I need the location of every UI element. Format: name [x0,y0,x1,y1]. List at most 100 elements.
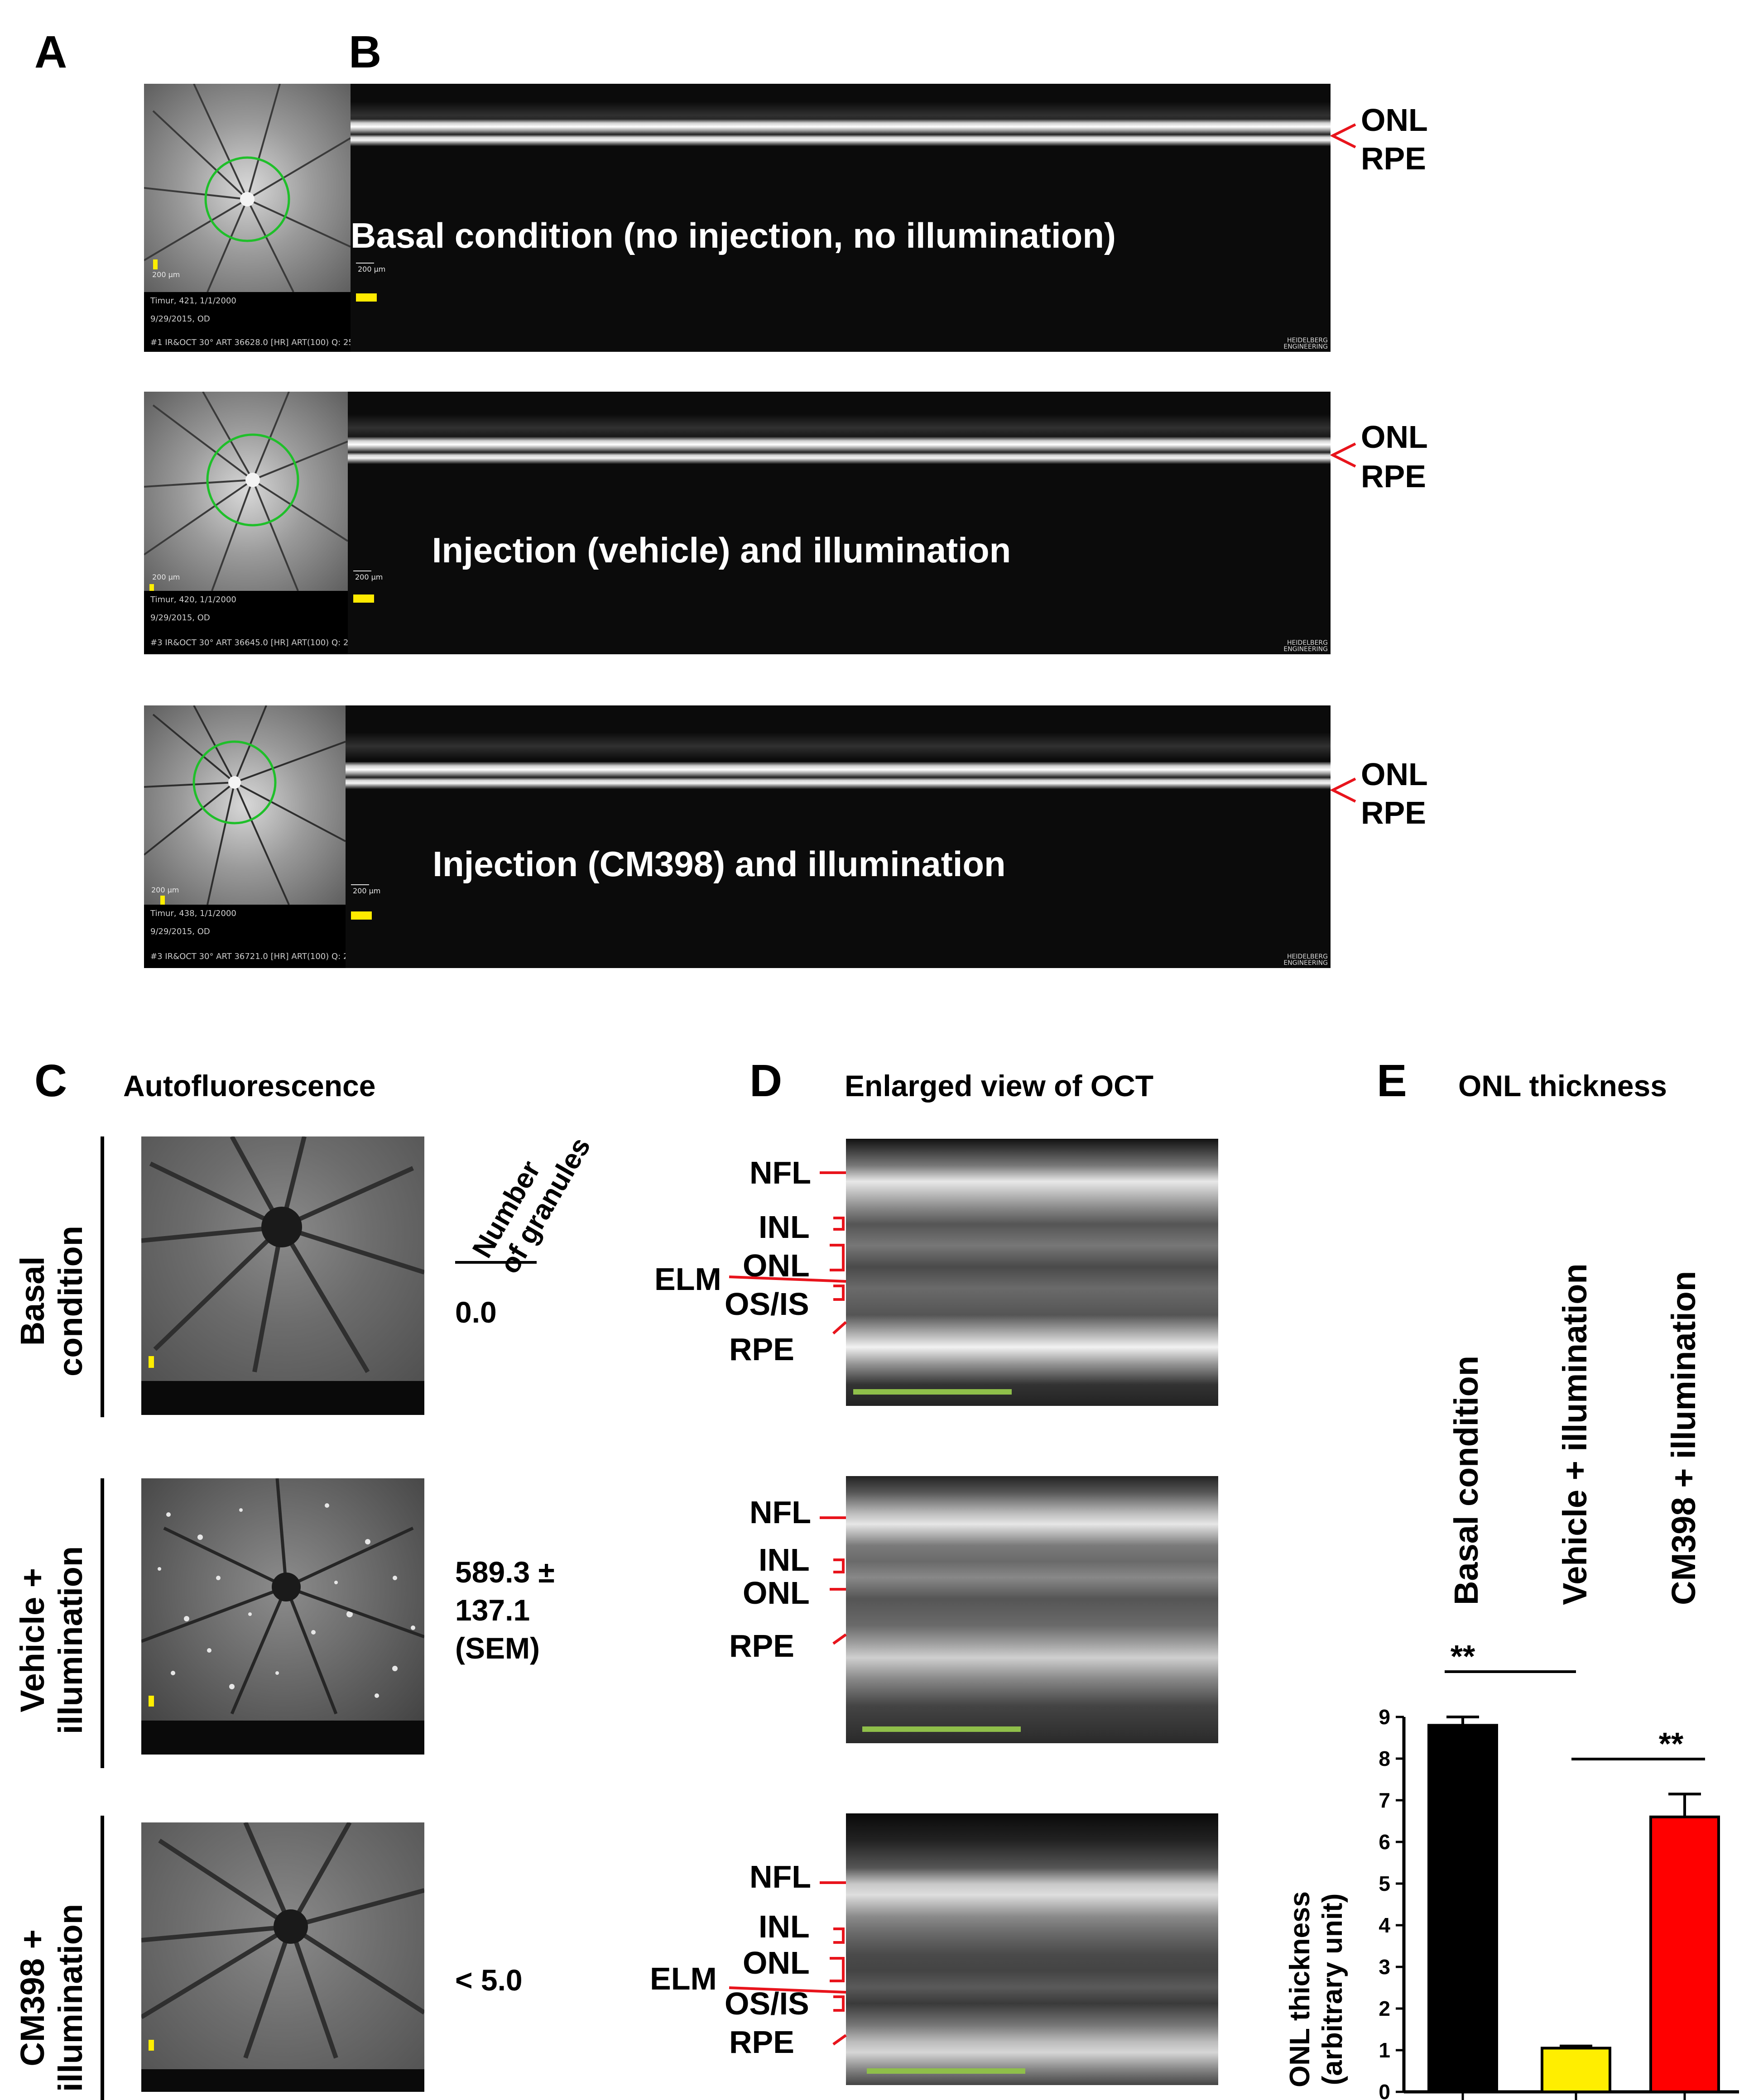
af-granules [141,1478,424,1755]
enlarged-oct-2 [846,1476,1218,1743]
fundus-meta-line3-1: #1 IR&OCT 30° ART 36628.0 [HR] ART(100) … [150,338,354,347]
d2-label-onl: ONL [743,1575,810,1611]
d1-label-nfl: NFL [749,1155,812,1190]
oct-scale-label-2: 200 μm [355,573,383,581]
green-scalebar [853,1389,1012,1395]
d1-label-osis: OS/IS [725,1286,809,1322]
fundus-vessels-3 [144,705,346,905]
category-label-basal: Basal condition [1447,1356,1485,1605]
y-tick-label: 9 [1379,1705,1390,1729]
yellow-marker [351,911,372,920]
row-label-vehicle: Vehicle +illumination [14,1546,89,1734]
panel-label-e: E [1377,1055,1407,1106]
d3-label-osis: OS/IS [725,1986,809,2021]
y-tick-label: 3 [1379,1955,1390,1979]
fundus-meta-2: Timur, 420, 1/1/2000 9/29/2015, OD [144,591,348,654]
oct-scale-label-3: 200 μm [353,887,381,895]
d3-label-elm: ELM [650,1961,717,1996]
oct-caption-3: Injection (CM398) and illumination [432,844,1006,884]
label-onl-1: ONL [1361,102,1428,138]
d3-pointers [729,1881,847,2046]
d1-pointers [729,1171,847,1335]
oct-scalebar-3 [351,884,369,885]
af-vessels [141,1822,424,2092]
granules-count-basal: 0.0 [455,1295,497,1329]
d1-label-elm: ELM [654,1261,721,1297]
d3-label-rpe: RPE [729,2024,794,2060]
label-onl-3: ONL [1361,757,1428,792]
y-tick-label: 4 [1379,1913,1390,1937]
meta-line: Timur, 420, 1/1/2000 [150,595,236,604]
d2-label-nfl: NFL [749,1495,812,1530]
d2-label-rpe: RPE [729,1628,794,1664]
granules-count-cm398: < 5.0 [455,1963,523,1997]
y-axis-title: ONL thickness(arbitrary unit) [1284,1891,1348,2087]
panel-c-title: Autofluorescence [123,1069,376,1103]
row-label-cm398: CM398 +illumination [14,1903,89,2092]
granules-header-rule [455,1261,537,1264]
panel-label-b: B [349,27,382,77]
onl-rpe-pointer-3 [1331,777,1356,803]
d2-label-inl: INL [759,1542,810,1577]
oct-row-3: 200 μm Timur, 438, 1/1/2000 9/29/2015, O… [144,705,1331,968]
label-rpe-1: RPE [1361,141,1426,176]
meta-line: 9/29/2015, OD [150,927,210,936]
yellow-marker [356,293,377,302]
panel-d-title: Enlarged view of OCT [845,1069,1154,1103]
meta-line: Timur, 421, 1/1/2000 [150,296,236,306]
oct-scan-2: Injection (vehicle) and illumination 200… [348,392,1331,654]
onl-rpe-pointer-2 [1331,442,1356,468]
yellow-marker [353,595,374,603]
fundus-scale-label-1: 200 μm [152,270,180,279]
label-rpe-2: RPE [1361,459,1426,494]
d3-label-nfl: NFL [749,1859,812,1894]
label-rpe-3: RPE [1361,795,1426,830]
af-image-vehicle [141,1478,424,1755]
fundus-scale-label-2: 200 μm [152,573,180,581]
fundus-image-1: 200 μm [144,84,351,292]
fundus-vessels-2 [144,392,348,591]
fundus-meta-line3-3: #3 IR&OCT 30° ART 36721.0 [HR] ART(100) … [150,952,354,961]
bar-2 [1649,1815,1720,2093]
oct-caption-2: Injection (vehicle) and illumination [432,530,1011,570]
enlarged-oct-1 [846,1139,1218,1406]
af-vessels [141,1136,424,1415]
meta-line: 9/29/2015, OD [150,613,210,623]
row-bracket-c1 [101,1136,104,1417]
panel-e-title: ONL thickness [1458,1069,1667,1103]
green-scalebar [862,1726,1021,1732]
y-tick-label: 2 [1379,1997,1390,2020]
category-label-cm398: CM398 + illumination [1665,1271,1702,1605]
bar-1 [1541,2047,1611,2094]
oct-row-1: 200 μm Timur, 421, 1/1/2000 9/29/2015, O… [144,84,1331,352]
d1-label-inl: INL [759,1209,810,1245]
d3-label-onl: ONL [743,1945,810,1980]
d2-pointers [820,1516,847,1645]
oct-caption-1: Basal condition (no injection, no illumi… [351,216,1116,255]
y-tick-label: 8 [1379,1747,1390,1770]
row-bracket-c2 [101,1478,104,1768]
meta-line: 9/29/2015, OD [150,314,210,324]
label-onl-2: ONL [1361,419,1428,455]
oct-scalebar-1 [356,263,374,264]
fundus-vessels-1 [144,84,351,292]
fundus-scale-label-3: 200 μm [151,886,179,894]
y-tick-label: 0 [1379,2080,1390,2100]
oct-scale-label-1: 200 μm [358,265,386,273]
green-scalebar [867,2068,1025,2074]
y-tick-label: 1 [1379,2038,1390,2062]
meta-line: Timur, 438, 1/1/2000 [150,909,236,918]
af-image-cm398 [141,1822,424,2092]
oct-scan-1: Basal condition (no injection, no illumi… [351,84,1331,352]
y-tick-label: 6 [1379,1830,1390,1854]
bar-0 [1427,1724,1498,2093]
y-tick-label: 5 [1379,1872,1390,1895]
fundus-image-2: 200 μm [144,392,348,591]
row-bracket-c3 [101,1816,104,2100]
